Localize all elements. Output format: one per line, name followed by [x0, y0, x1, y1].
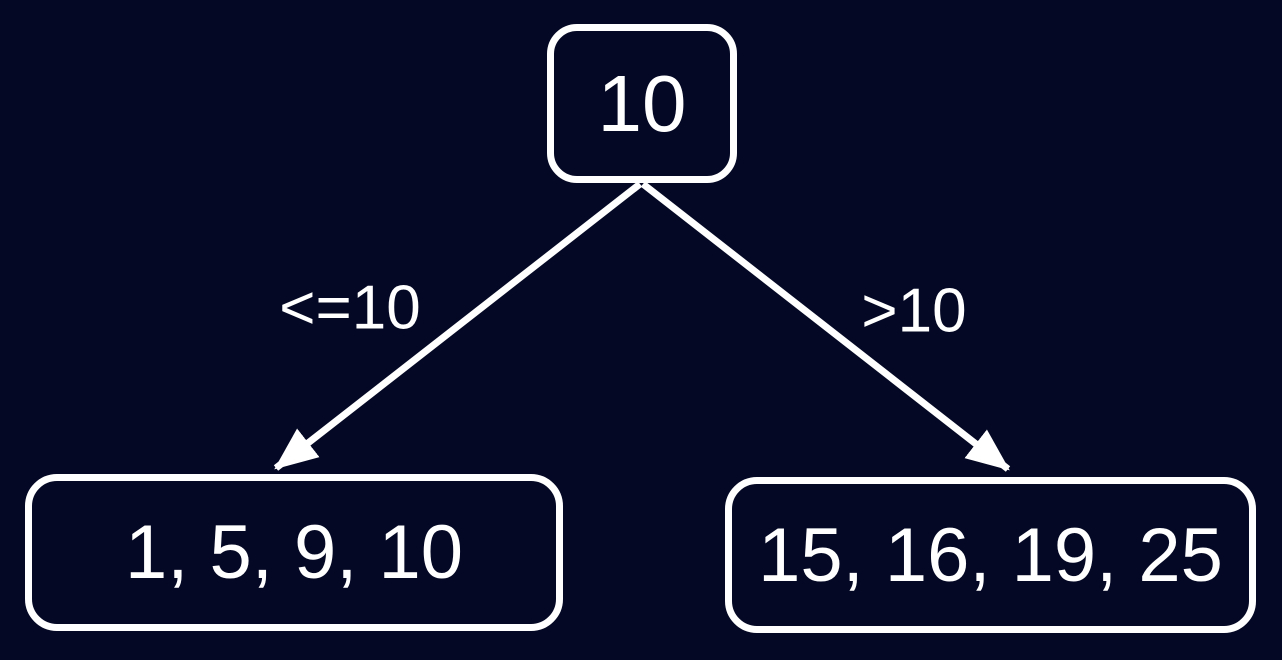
leaf-node-right-label: 15, 16, 19, 25 — [758, 512, 1223, 598]
edge-left-arrow — [273, 181, 643, 471]
edge-label-left: <=10 — [279, 273, 421, 343]
edge-label-right: >10 — [861, 276, 967, 346]
leaf-node-left: 1, 5, 9, 10 — [25, 474, 563, 631]
leaf-node-right: 15, 16, 19, 25 — [725, 477, 1256, 633]
leaf-node-left-label: 1, 5, 9, 10 — [124, 510, 464, 595]
root-node: 10 — [547, 24, 737, 183]
root-node-label: 10 — [597, 58, 687, 148]
edge-right-arrow — [640, 181, 1011, 472]
